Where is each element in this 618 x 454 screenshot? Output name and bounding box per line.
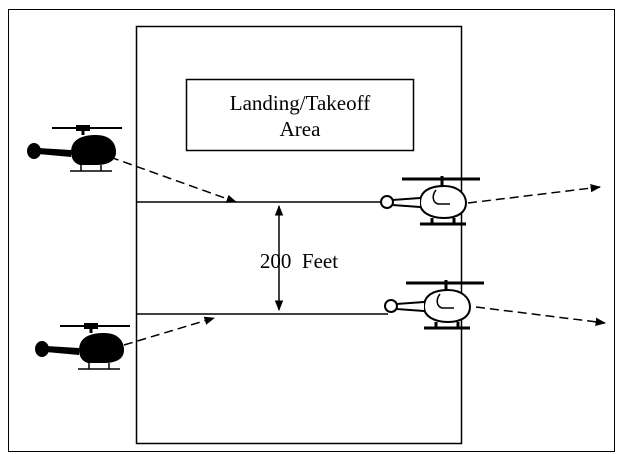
landing-pad-area <box>135 25 463 445</box>
lower-departure-path <box>475 306 607 327</box>
departing-helicopter-upper-icon <box>379 174 482 226</box>
outer-frame <box>8 9 615 452</box>
area-label-line1: Landing/Takeoff <box>230 91 370 115</box>
lower-approach-path <box>123 316 216 346</box>
upper-departure-path <box>467 183 602 204</box>
upper-approach-path <box>109 156 237 203</box>
separation-label: 200 Feet <box>260 249 338 273</box>
area-label-box <box>185 78 415 152</box>
arriving-helicopter-lower-icon <box>33 321 132 371</box>
departing-helicopter-lower-icon <box>383 278 486 330</box>
arriving-helicopter-upper-icon <box>25 123 124 173</box>
area-label-line2: Area <box>280 117 321 141</box>
